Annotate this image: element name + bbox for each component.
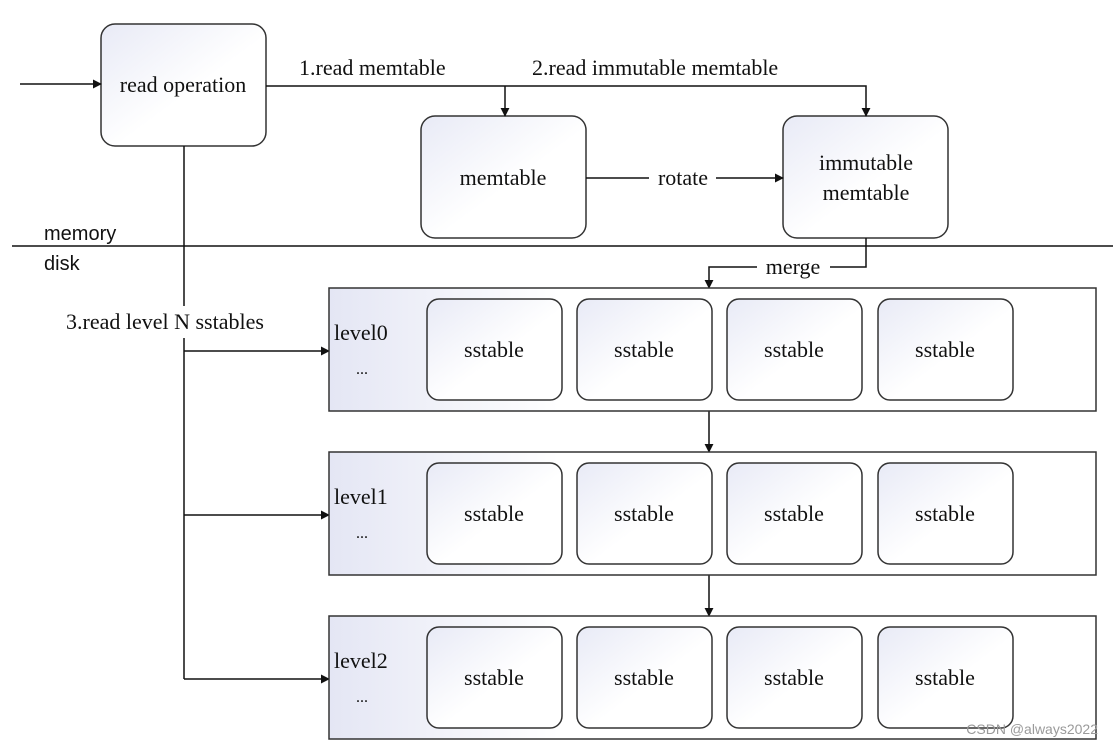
sstable-node: sstable bbox=[877, 462, 1014, 565]
merge-label: merge bbox=[766, 254, 821, 279]
read-operation-label: read operation bbox=[120, 72, 246, 97]
sstable-label: sstable bbox=[764, 501, 824, 526]
immutable-label-line1: immutable bbox=[819, 150, 913, 175]
sstable-label: sstable bbox=[915, 337, 975, 362]
read-immutable-label: 2.read immutable memtable bbox=[532, 55, 778, 80]
level-0: level0 ... sstable sstable sstable sstab… bbox=[328, 287, 1097, 412]
read-operation-node: read operation bbox=[100, 23, 267, 147]
sstable-label: sstable bbox=[464, 501, 524, 526]
rotate-edge: rotate bbox=[586, 165, 784, 190]
sstable-label: sstable bbox=[464, 665, 524, 690]
sstable-label: sstable bbox=[464, 337, 524, 362]
sstable-node: sstable bbox=[426, 626, 563, 729]
sstable-node: sstable bbox=[726, 462, 863, 565]
immutable-label-line2: memtable bbox=[823, 180, 910, 205]
level-label: level0 bbox=[334, 320, 388, 345]
sstable-node: sstable bbox=[877, 298, 1014, 401]
level-2: level2 ... sstable sstable sstable sstab… bbox=[328, 615, 1097, 740]
level-label: level1 bbox=[334, 484, 388, 509]
sstable-node: sstable bbox=[726, 298, 863, 401]
read-memtable-label: 1.read memtable bbox=[299, 55, 446, 80]
sstable-node: sstable bbox=[576, 626, 713, 729]
merge-edge: merge bbox=[704, 238, 867, 289]
rotate-label: rotate bbox=[658, 165, 708, 190]
read-sstables-label-bg bbox=[62, 306, 306, 338]
sstable-node: sstable bbox=[877, 626, 1014, 729]
read-sstables-label: 3.read level N sstables bbox=[66, 309, 264, 334]
sstable-node: sstable bbox=[576, 298, 713, 401]
level-ellipsis: ... bbox=[356, 525, 368, 542]
read-path-edges: 1.read memtable 2.read immutable memtabl… bbox=[266, 55, 871, 117]
sstable-node: sstable bbox=[426, 462, 563, 565]
sstable-node: sstable bbox=[726, 626, 863, 729]
sstable-label: sstable bbox=[614, 501, 674, 526]
disk-label: disk bbox=[44, 253, 81, 275]
sstable-node: sstable bbox=[576, 462, 713, 565]
sstable-label: sstable bbox=[764, 337, 824, 362]
read-immutable-arrow bbox=[266, 85, 871, 117]
read-sstables-edges: 3.read level N sstables bbox=[62, 146, 330, 684]
sstable-label: sstable bbox=[764, 665, 824, 690]
level-1: level1 ... sstable sstable sstable sstab… bbox=[328, 451, 1097, 576]
sstable-label: sstable bbox=[614, 337, 674, 362]
level-ellipsis: ... bbox=[356, 689, 368, 706]
memtable-label: memtable bbox=[460, 165, 547, 190]
level-ellipsis: ... bbox=[356, 361, 368, 378]
sstable-label: sstable bbox=[614, 665, 674, 690]
sstable-node: sstable bbox=[426, 298, 563, 401]
sstable-label: sstable bbox=[915, 501, 975, 526]
level-label: level2 bbox=[334, 648, 388, 673]
memory-disk-boundary: memory disk bbox=[12, 223, 1113, 275]
sstable-label: sstable bbox=[915, 665, 975, 690]
memory-label: memory bbox=[44, 223, 116, 245]
immutable-memtable-node: immutable memtable bbox=[782, 115, 949, 239]
watermark: CSDN @always2022 bbox=[966, 721, 1098, 737]
memtable-node: memtable bbox=[420, 115, 587, 239]
